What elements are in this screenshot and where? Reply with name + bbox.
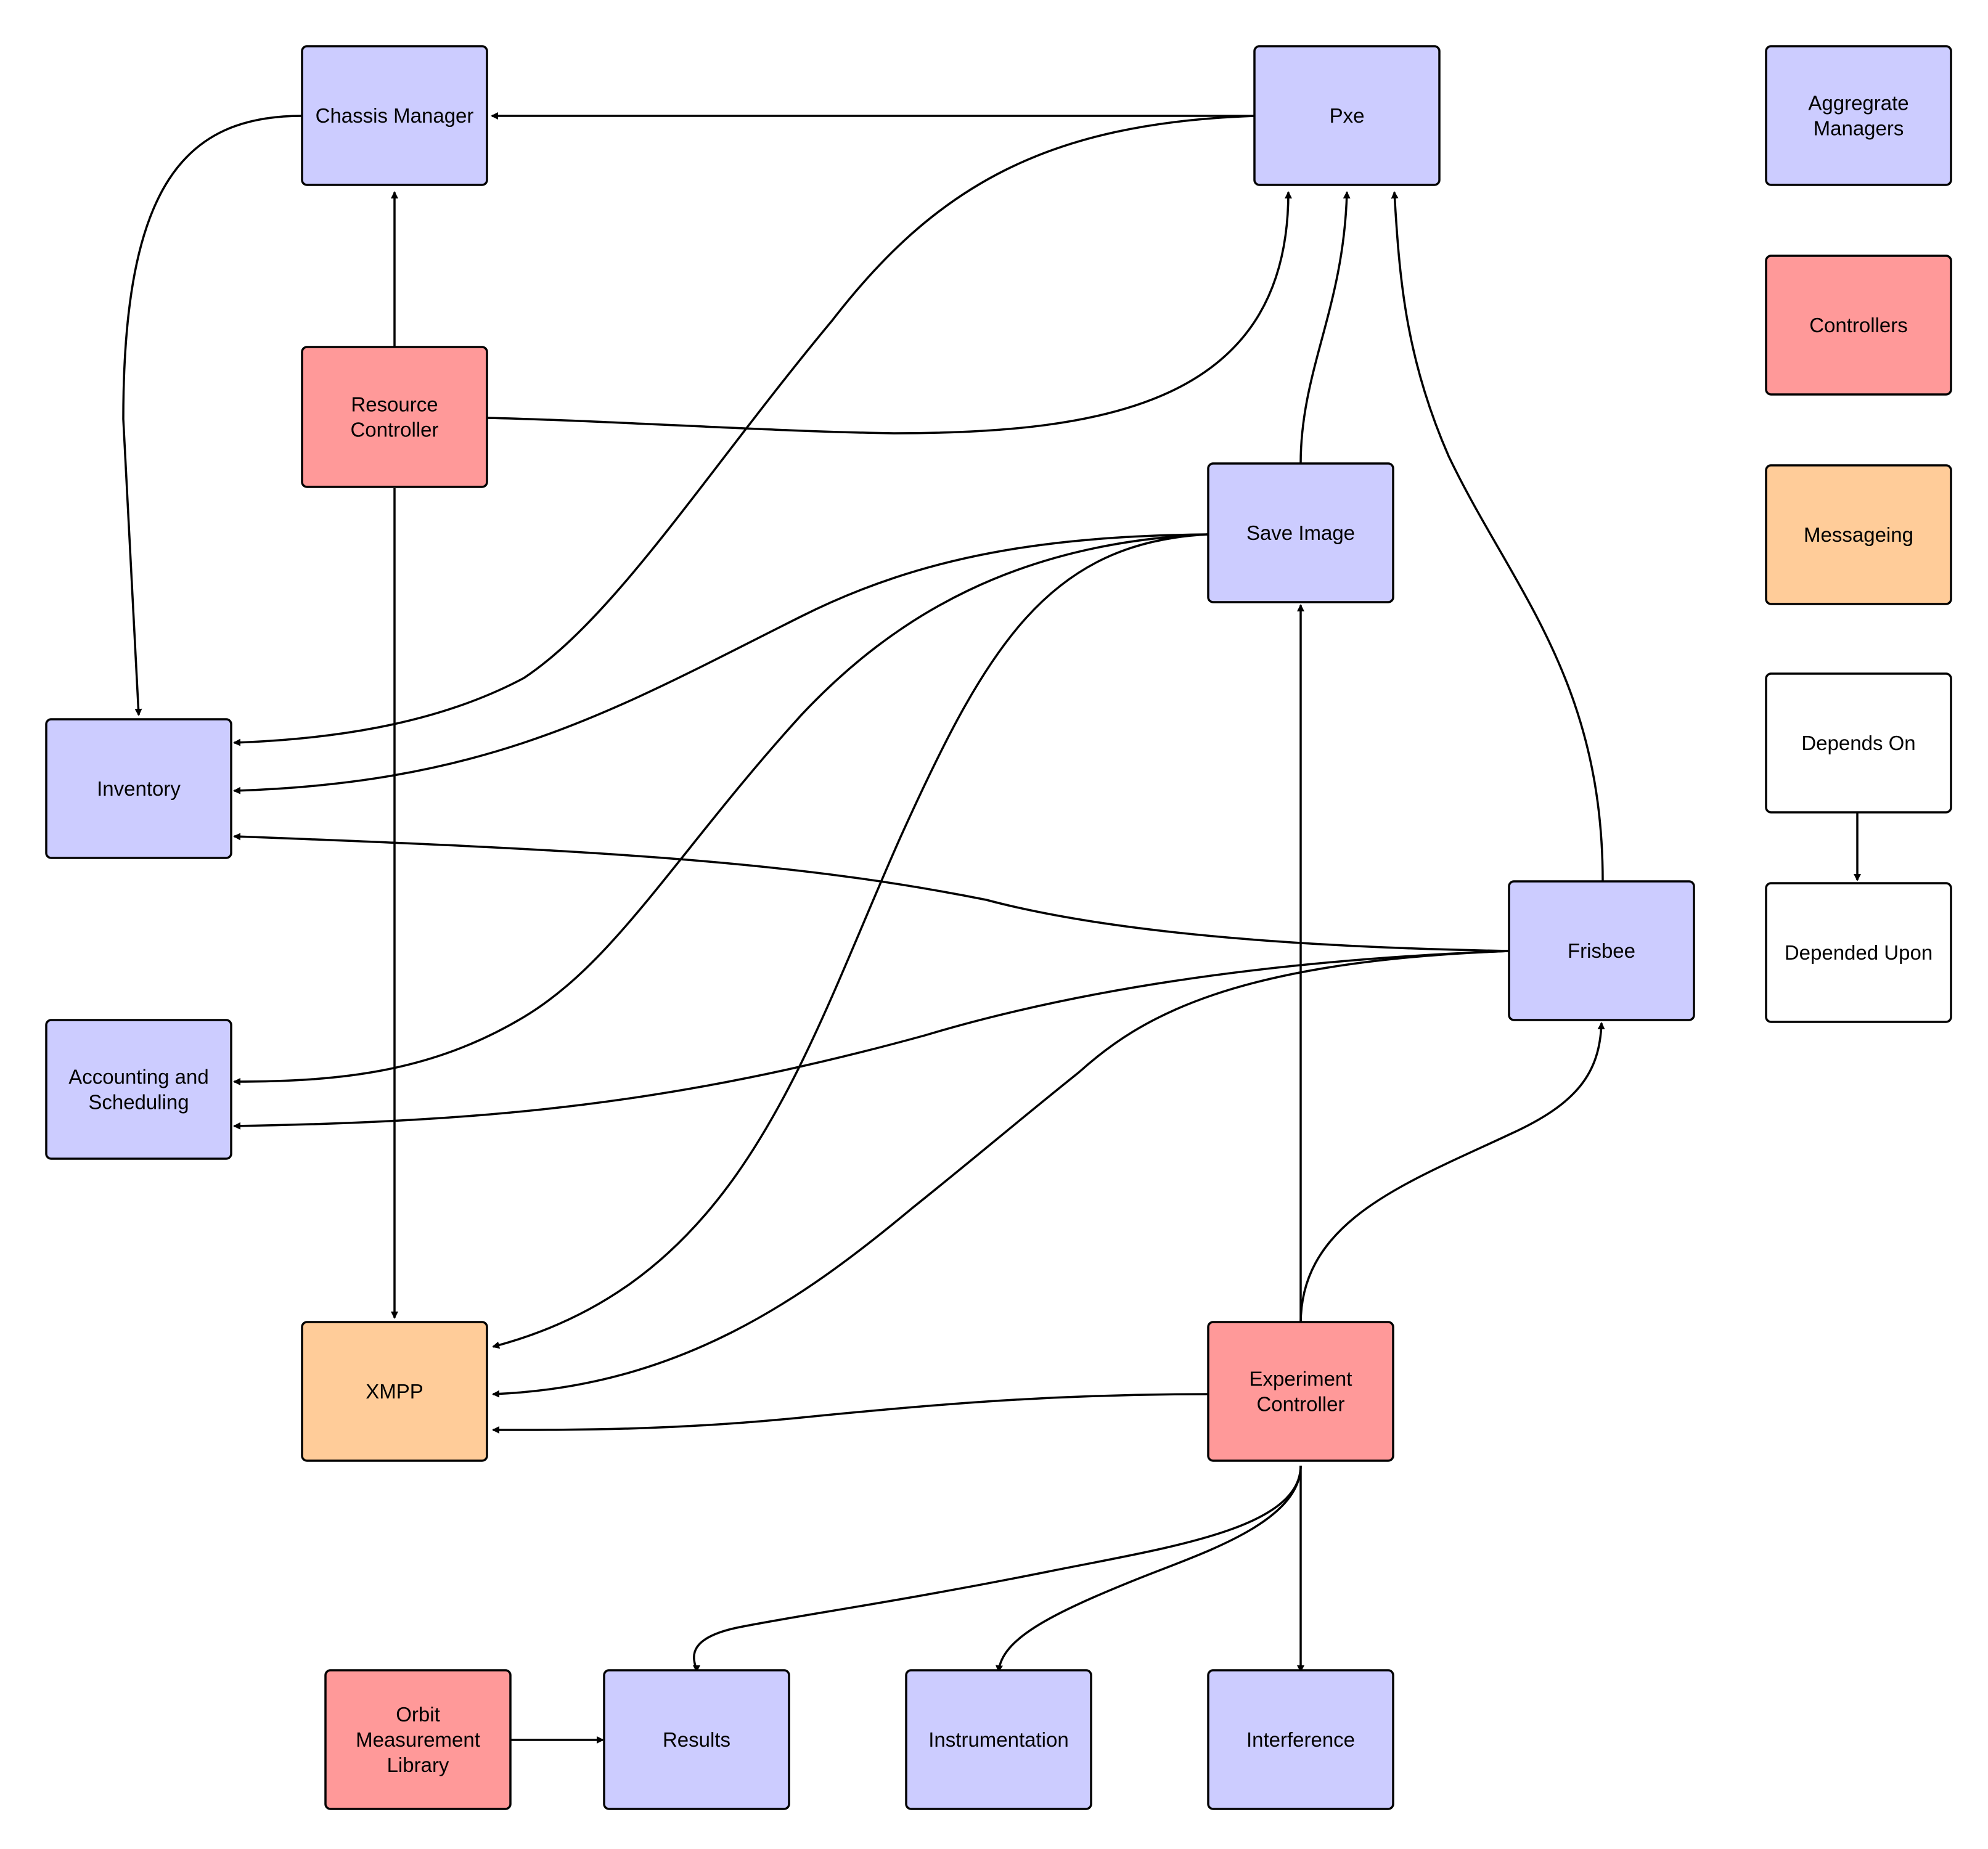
node-label-line: Measurement (356, 1728, 480, 1751)
node-box (905, 1669, 1092, 1810)
node-box (301, 1321, 488, 1462)
node-box (45, 718, 232, 859)
node-box (1207, 1321, 1394, 1462)
edge-experiment-controller-to-xmpp (492, 1393, 1209, 1434)
edge-experiment-controller-to-instrumentation (995, 1465, 1302, 1673)
node-label-line: Chassis Manager (316, 104, 474, 127)
edge-frisbee-to-inventory (233, 833, 1510, 952)
node-label-line: Controller (1256, 1393, 1344, 1416)
edge-frisbee-to-xmpp (492, 950, 1510, 1398)
node-box (1765, 882, 1952, 1023)
node-label-line: Results (663, 1728, 730, 1751)
node-label-line: Inventory (97, 777, 181, 800)
edge-save-image-to-pxe (1299, 191, 1351, 464)
legend-depended-upon: Depended Upon (1765, 882, 1952, 1023)
node-label-line: Controllers (1809, 314, 1908, 337)
node-xmpp[interactable]: XMPP (301, 1321, 488, 1462)
node-box (1765, 672, 1952, 814)
node-label-line: Library (387, 1753, 449, 1776)
node-label-line: Depended Upon (1785, 941, 1933, 964)
node-box (45, 1019, 232, 1160)
node-label-line: Frisbee (1568, 939, 1635, 962)
node-box (1765, 464, 1952, 605)
node-label-line: Instrumentation (928, 1728, 1068, 1751)
legend-depends-on: Depends On (1765, 672, 1952, 814)
edge-chassis-manager-to-inventory (122, 115, 303, 716)
legend-controllers: Controllers (1765, 255, 1952, 396)
node-label-line: Managers (1814, 117, 1904, 140)
node-label-line: Resource (351, 393, 438, 416)
legend-messaging: Messageing (1765, 464, 1952, 605)
node-label-line: Depends On (1801, 732, 1915, 754)
node-label-line: Scheduling (88, 1091, 189, 1114)
node-chassis-manager[interactable]: Chassis Manager (301, 45, 488, 186)
node-label-line: Pxe (1330, 104, 1365, 127)
edge-pxe-to-inventory (233, 115, 1255, 746)
node-box (1508, 880, 1695, 1021)
node-label-line: Accounting and (68, 1066, 209, 1088)
node-results[interactable]: Results (603, 1669, 790, 1810)
edge-experiment-controller-to-frisbee (1299, 1022, 1605, 1325)
node-label-line: XMPP (366, 1380, 423, 1403)
node-label-line: Messageing (1804, 523, 1913, 546)
node-instrumentation[interactable]: Instrumentation (905, 1669, 1092, 1810)
node-box (1207, 462, 1394, 603)
edge-save-image-to-accounting (233, 533, 1209, 1085)
node-inventory[interactable]: Inventory (45, 718, 232, 859)
node-frisbee[interactable]: Frisbee (1508, 880, 1695, 1021)
node-label-line: Save Image (1246, 521, 1355, 544)
node-label-line: Experiment (1250, 1368, 1352, 1390)
node-label-line: Aggregrate (1808, 92, 1908, 115)
node-label-line: Interference (1246, 1728, 1355, 1751)
node-box (603, 1669, 790, 1810)
edge-save-image-to-inventory (233, 533, 1209, 794)
node-box (1765, 45, 1952, 186)
node-box (1253, 45, 1441, 186)
edge-frisbee-to-accounting (233, 950, 1510, 1130)
node-interference[interactable]: Interference (1207, 1669, 1394, 1810)
node-label-line: Orbit (396, 1703, 440, 1726)
node-box (1207, 1669, 1394, 1810)
node-box (1765, 255, 1952, 396)
node-label-line: Controller (350, 418, 438, 441)
node-pxe[interactable]: Pxe (1253, 45, 1441, 186)
edge-frisbee-to-pxe (1391, 191, 1604, 882)
node-box (324, 1669, 512, 1810)
edge-experiment-controller-to-results (692, 1465, 1302, 1673)
edges (122, 112, 1861, 1744)
edge-resource-controller-to-pxe (486, 191, 1292, 435)
node-box (301, 45, 488, 186)
node-box (301, 346, 488, 488)
node-save-image[interactable]: Save Image (1207, 462, 1394, 603)
edge-save-image-to-xmpp (492, 533, 1209, 1349)
